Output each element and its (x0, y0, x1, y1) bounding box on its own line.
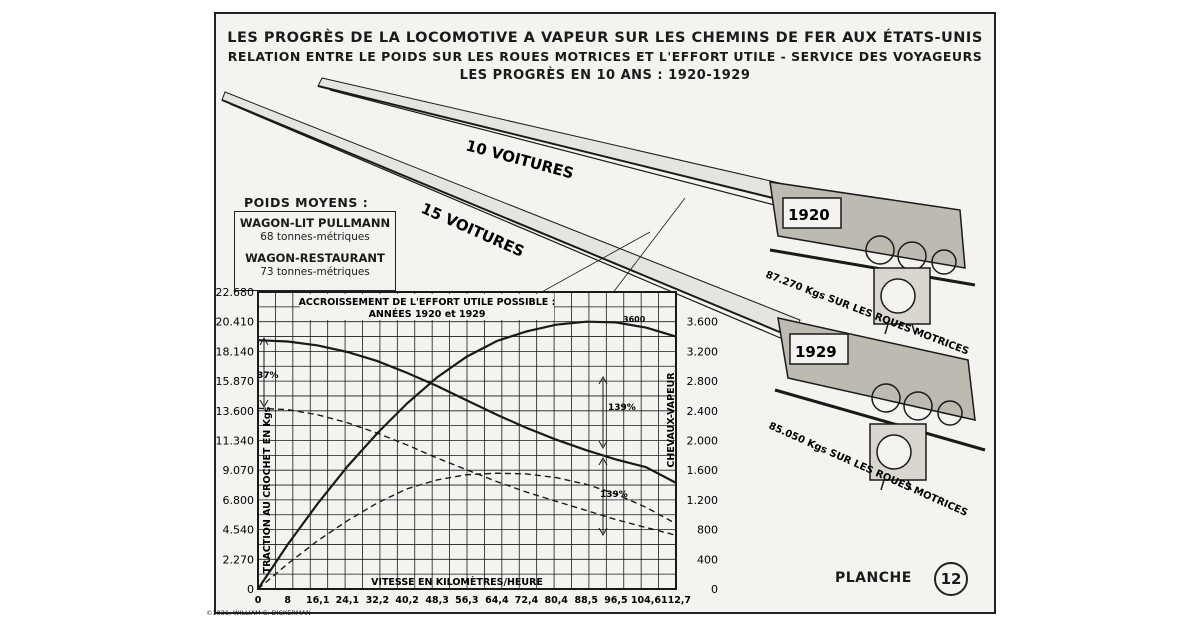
wagon-lit-name: WAGON-LIT PULLMANN (239, 216, 391, 230)
train-10-voitures (317, 77, 849, 225)
loco-1920-year: 1920 (788, 206, 830, 224)
series-layer (257, 320, 677, 590)
y2-tick-label: 800 (697, 524, 718, 537)
poids-moyens-title: POIDS MOYENS : (244, 195, 369, 210)
y-tick-label: 13.600 (216, 405, 255, 418)
x-tick-label: 56,3 (455, 595, 478, 606)
y-tick-label: 18.140 (216, 345, 255, 358)
y-tick-label: 15.870 (216, 375, 255, 388)
planche-label: PLANCHE (835, 570, 912, 586)
poster-subtitle: RELATION ENTRE LE POIDS SUR LES ROUES MO… (227, 49, 983, 64)
wagon-restaurant-name: WAGON-RESTAURANT (245, 251, 385, 265)
y-tick-label: 2.270 (223, 553, 255, 566)
x-tick-label: 40,2 (395, 595, 418, 606)
y-tick-label: 11.340 (216, 435, 255, 448)
x-tick-label: 32,2 (366, 595, 389, 606)
y2-tick-label: 2.000 (687, 435, 719, 448)
series-line-1 (257, 320, 677, 590)
x-tick-label: 64,4 (485, 595, 509, 606)
series-line-3 (257, 407, 677, 536)
planche-number: 12 (934, 562, 968, 596)
pct-139-bottom-label: 139% (600, 490, 628, 500)
x-axis-label: VITESSE EN KILOMÈTRES/HEURE (371, 576, 543, 588)
y2-tick-label: 0 (711, 583, 718, 596)
y-tick-label: 9.070 (223, 464, 255, 477)
x-tick-label: 72,4 (515, 595, 539, 606)
pct-139-top-label: 139% (608, 403, 636, 413)
copyright-notice: ©1931, WILLIAM C. DICKERMAN (206, 609, 311, 617)
x-tick-label: 104,6 (631, 595, 661, 606)
wagon-lit-weight: 68 tonnes-métriques (260, 231, 370, 243)
y2-tick-label: 1.600 (687, 464, 719, 477)
locomotive-1920 (769, 181, 976, 287)
x-tick-labels: 0 8 16,1 24,1 32,2 40,2 48,3 56,3 64,4 72,4 80,4 88… (255, 595, 691, 606)
x-tick-label: 96,5 (604, 595, 627, 606)
y2-tick-label: 3.200 (687, 345, 719, 358)
y2-tick-label: 2.800 (687, 375, 719, 388)
x-tick-label: 24,1 (336, 595, 359, 606)
pct-139-top-arrow (598, 375, 608, 450)
x-tick-label: 80,4 (544, 595, 568, 606)
x-tick-label: 48,3 (425, 595, 448, 606)
x-tick-label: 16,1 (306, 595, 329, 606)
poster-period: LES PROGRÈS EN 10 ANS : 1920-1929 (459, 68, 751, 83)
y2-tick-label: 3.600 (687, 316, 719, 329)
y-tick-label: 20.410 (216, 316, 255, 329)
chart-title: ACCROISSEMENT DE L'EFFORT UTILE POSSIBLE… (299, 297, 556, 308)
chart-title-box (300, 294, 554, 320)
locomotive-1929 (774, 317, 986, 452)
y-tick-label: 0 (247, 583, 254, 596)
pct-37-label: 37% (257, 371, 279, 381)
loco-1929-year: 1929 (795, 343, 837, 361)
y2-tick-label: 2.400 (687, 405, 719, 418)
y-tick-label: 4.540 (223, 524, 255, 537)
poids-moyens-box: WAGON-LIT PULLMANN 68 tonnes-métriques W… (234, 211, 396, 291)
poster-title: LES PROGRÈS DE LA LOCOMOTIVE A VAPEUR SU… (227, 30, 983, 46)
pct-139-bottom-arrow (598, 456, 608, 537)
y-tick-label: 6.800 (223, 494, 255, 507)
series-line-2 (257, 339, 677, 484)
y2-axis-label: CHEVAUX-VAPEUR (666, 372, 677, 468)
x-tick-label: 8 (284, 595, 291, 606)
series-line-4 (257, 472, 677, 590)
y2-tick-label: 400 (697, 553, 718, 566)
x-tick-label: 88,5 (575, 595, 598, 606)
y-axis-label: TRACTION AU CROCHET EN Kgs (262, 406, 273, 573)
y-tick-labels: 0 2.270 4.540 6.800 9.070 11.340 13.600 15.870 1… (216, 286, 255, 596)
grid-lines (258, 292, 676, 589)
wagon-restaurant-weight: 73 tonnes-métriques (260, 266, 370, 278)
y-tick-label: 22.680 (216, 286, 255, 299)
pct-37-arrow (259, 336, 269, 409)
y2-tick-label: 1.200 (687, 494, 719, 507)
x-tick-label: 0 (255, 595, 262, 606)
trains-illustration (221, 77, 986, 491)
chart: 0 8 16,1 24,1 32,2 40,2 48,3 56,3 64,4 72,4 80,4 88… (216, 286, 719, 606)
x-tick-label: 112,7 (661, 595, 691, 606)
peak-3600-label: 3600 (623, 315, 646, 324)
scale-1920 (873, 267, 931, 335)
chart-subtitle: ANNÉES 1920 et 1929 (369, 308, 486, 320)
scale-1929 (869, 423, 927, 491)
y2-tick-labels: 0 400 800 1.200 1.600 2.000 2.400 2.800 3.200 3.6… (687, 316, 719, 596)
